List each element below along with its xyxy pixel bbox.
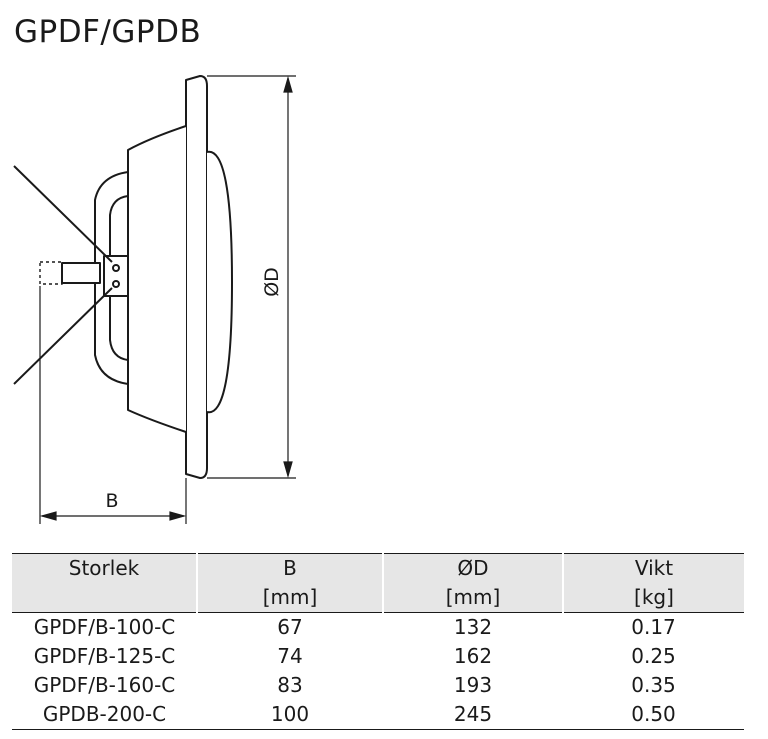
- diameter-label: ØD: [261, 267, 283, 297]
- cell-b: 100: [270, 702, 310, 726]
- cell-diameter: 132: [453, 615, 493, 639]
- table-row: GPDF/B-160-C 83 193 0.35: [12, 671, 744, 700]
- cell-size: GPDF/B-125-C: [33, 644, 176, 668]
- cell-weight: 0.25: [631, 644, 676, 668]
- header-weight: Vikt: [563, 553, 744, 583]
- front-plate: [185, 75, 208, 479]
- cell-b: 67: [277, 615, 303, 639]
- bracket-hole-bottom: [112, 280, 120, 288]
- cell-size: GPDB-200-C: [42, 702, 167, 726]
- table-header-row: Storlek B ØD Vikt: [12, 553, 744, 583]
- table-row: GPDB-200-C 100 245 0.50: [12, 700, 744, 730]
- cell-weight: 0.50: [631, 702, 676, 726]
- cell-diameter: 193: [453, 673, 493, 697]
- technical-drawing: ØD B: [13, 75, 296, 524]
- spec-table: Storlek B ØD Vikt [mm] [mm] [kg] GPDF/B-…: [12, 553, 744, 730]
- front-bulge: [206, 150, 233, 414]
- cell-diameter: 162: [453, 644, 493, 668]
- header-b: B: [197, 553, 384, 583]
- cell-weight: 0.17: [631, 615, 676, 639]
- spindle-extension: [39, 261, 63, 285]
- unit-diameter: [mm]: [383, 583, 564, 613]
- valve-body: [127, 125, 187, 433]
- table-row: GPDF/B-100-C 67 132 0.17: [12, 613, 744, 643]
- spring-wire-lower: [13, 287, 113, 385]
- bracket: [103, 255, 129, 297]
- unit-weight: [kg]: [563, 583, 744, 613]
- spindle: [61, 262, 101, 284]
- header-size: Storlek: [12, 553, 198, 583]
- cell-weight: 0.35: [631, 673, 676, 697]
- header-diameter: ØD: [383, 553, 564, 583]
- b-label: B: [105, 490, 118, 512]
- cell-b: 74: [277, 644, 303, 668]
- cell-size: GPDF/B-160-C: [33, 673, 176, 697]
- cell-b: 83: [277, 673, 303, 697]
- page-title: GPDF/GPDB: [14, 14, 202, 50]
- table-units-row: [mm] [mm] [kg]: [12, 583, 744, 613]
- unit-size: [12, 583, 198, 613]
- unit-b: [mm]: [197, 583, 384, 613]
- bracket-hole-top: [112, 264, 120, 272]
- cell-size: GPDF/B-100-C: [33, 615, 176, 639]
- spring-wire-upper: [13, 165, 113, 263]
- table-row: GPDF/B-125-C 74 162 0.25: [12, 642, 744, 671]
- cell-diameter: 245: [453, 702, 493, 726]
